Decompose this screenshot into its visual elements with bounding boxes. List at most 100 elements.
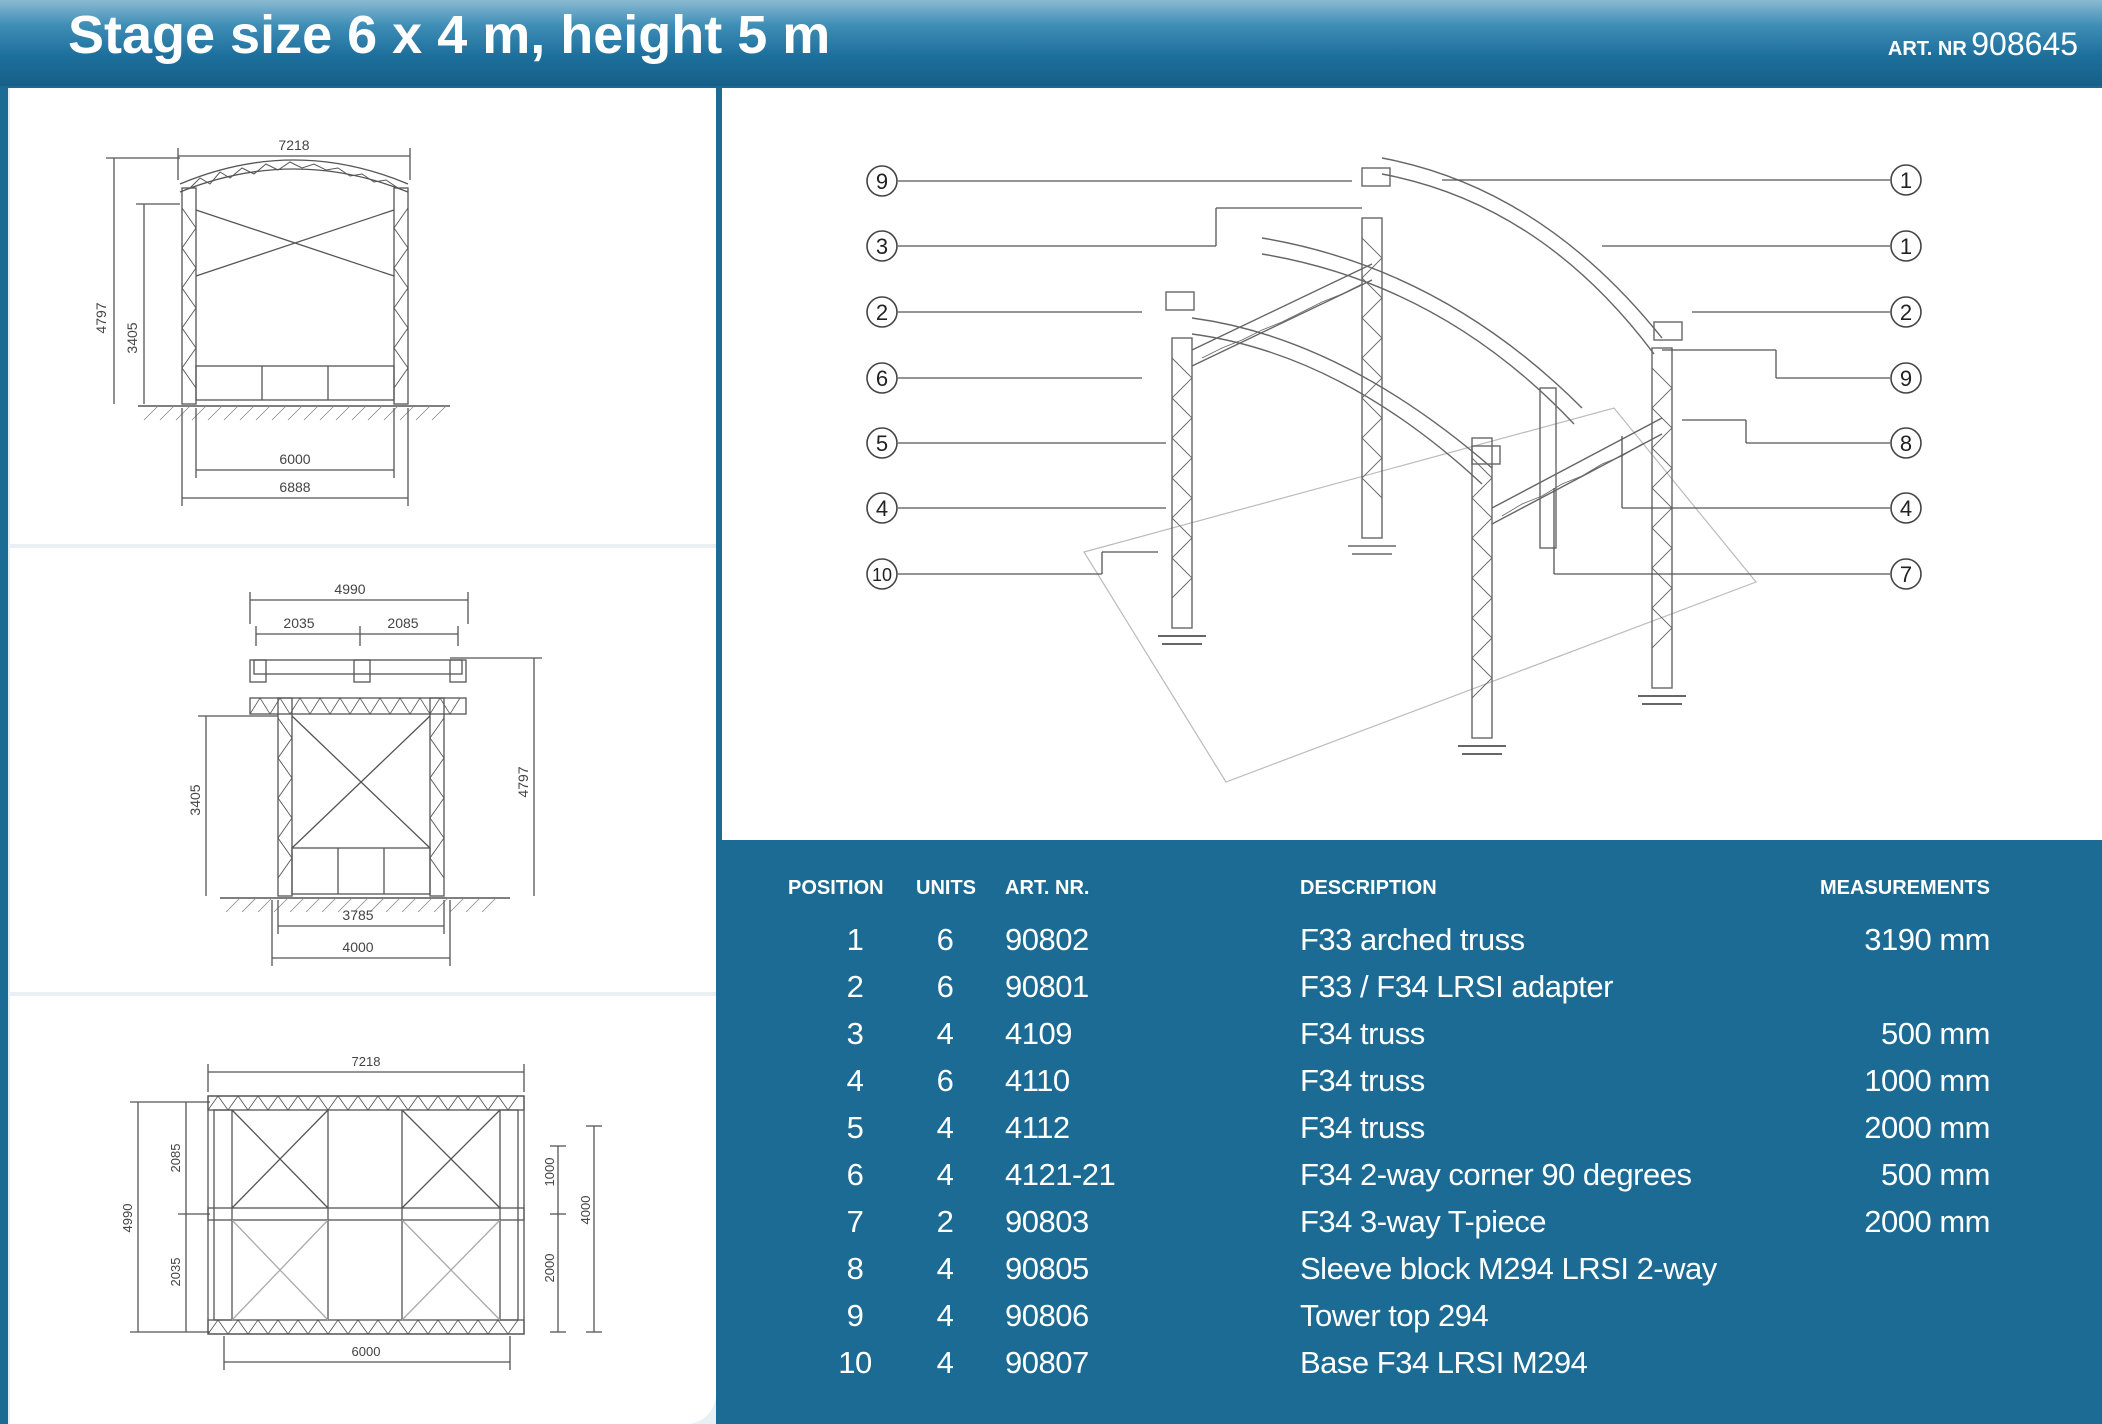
cell-measurement: 500 mm <box>1881 1016 1990 1051</box>
header-measurements: MEASUREMENTS <box>1819 877 1990 899</box>
cell-description: F34 truss <box>1300 1016 1425 1051</box>
cell-position: 8 <box>846 1251 864 1286</box>
top-span-top: 2085 <box>168 1144 183 1173</box>
front-total-height: 4797 <box>93 302 109 333</box>
callout-right-4: 9 <box>1900 366 1912 391</box>
page-title: Stage size 6 x 4 m, height 5 m <box>68 5 831 65</box>
header-position: POSITION <box>788 877 884 899</box>
table-row: 3 4 4109 F34 truss 500 mm <box>722 1016 2102 1063</box>
table-row: 10 4 90807 Base F34 LRSI M294 <box>722 1345 2102 1392</box>
cell-description: F34 3-way T-piece <box>1300 1204 1546 1239</box>
side-base-width: 4000 <box>342 939 373 955</box>
cell-description: F34 truss <box>1300 1063 1425 1098</box>
cell-units: 4 <box>936 1345 954 1380</box>
side-elevation-drawing: 4990 2035 2085 3405 4797 3785 4000 <box>187 581 542 966</box>
callout-right-2: 1 <box>1900 234 1912 259</box>
cell-measurement: 1000 mm <box>1864 1063 1990 1098</box>
cell-units: 4 <box>936 1251 954 1286</box>
header-bar: Stage size 6 x 4 m, height 5 m ART. NR 9… <box>0 0 2102 86</box>
cell-units: 6 <box>936 969 954 1004</box>
cell-units: 6 <box>936 922 954 957</box>
cell-position: 6 <box>846 1157 864 1192</box>
callout-left-1: 9 <box>876 169 888 194</box>
article-number-label: ART. NR <box>1887 38 1967 60</box>
callout-right-6: 4 <box>1900 496 1912 521</box>
cell-measurement: 3190 mm <box>1864 922 1990 957</box>
cell-description: F34 truss <box>1300 1110 1425 1145</box>
cell-art-nr: 90806 <box>1005 1298 1089 1333</box>
cell-position: 10 <box>838 1345 872 1380</box>
cell-art-nr: 4109 <box>1005 1016 1072 1051</box>
header-units: UNITS <box>916 877 976 899</box>
callout-right-7: 7 <box>1900 562 1912 587</box>
side-total-height: 4797 <box>515 766 531 797</box>
table-row: 5 4 4112 F34 truss 2000 mm <box>722 1110 2102 1157</box>
callout-left-5: 5 <box>876 431 888 456</box>
cell-measurement: 2000 mm <box>1864 1110 1990 1145</box>
cell-description: F34 2-way corner 90 degrees <box>1300 1157 1692 1192</box>
cell-description: Tower top 294 <box>1300 1298 1489 1333</box>
cell-units: 4 <box>936 1016 954 1051</box>
top-total-depth: 4990 <box>120 1204 135 1233</box>
cell-art-nr: 90803 <box>1005 1204 1089 1239</box>
cell-units: 6 <box>936 1063 954 1098</box>
cell-art-nr: 4121-21 <box>1005 1157 1116 1192</box>
cell-position: 5 <box>846 1110 864 1145</box>
cell-art-nr: 90801 <box>1005 969 1089 1004</box>
cell-position: 3 <box>846 1016 864 1051</box>
top-span-bottom: 2035 <box>168 1258 183 1287</box>
top-seg-top: 1000 <box>542 1158 557 1187</box>
cell-units: 4 <box>936 1157 954 1192</box>
header-description: DESCRIPTION <box>1300 877 1437 899</box>
table-row: 8 4 90805 Sleeve block M294 LRSI 2-way <box>722 1251 2102 1298</box>
cell-art-nr: 90807 <box>1005 1345 1089 1380</box>
isometric-drawing-panel: 9 3 2 6 5 4 10 1 1 2 9 8 4 7 <box>722 88 2102 840</box>
cell-art-nr: 90805 <box>1005 1251 1089 1286</box>
callout-left-4: 6 <box>876 366 888 391</box>
article-number: ART. NR 908645 <box>1888 26 2078 63</box>
cell-position: 1 <box>846 922 864 957</box>
cell-measurement: 2000 mm <box>1864 1204 1990 1239</box>
front-total-width: 7218 <box>278 137 309 153</box>
top-depth: 4000 <box>578 1196 593 1225</box>
parts-table: POSITION UNITS ART. NR. DESCRIPTION MEAS… <box>722 840 2102 1424</box>
table-row: 7 2 90803 F34 3-way T-piece 2000 mm <box>722 1204 2102 1251</box>
cell-position: 7 <box>846 1204 864 1239</box>
callout-right-1: 1 <box>1900 168 1912 193</box>
cell-units: 4 <box>936 1110 954 1145</box>
isometric-drawing: 9 3 2 6 5 4 10 1 1 2 9 8 4 7 <box>866 157 1922 783</box>
callout-left-3: 2 <box>876 300 888 325</box>
header-art-nr: ART. NR. <box>1005 877 1090 899</box>
cell-units: 4 <box>936 1298 954 1333</box>
table-row: 2 6 90801 F33 / F34 LRSI adapter <box>722 969 2102 1016</box>
table-row: 1 6 90802 F33 arched truss 3190 mm <box>722 922 2102 969</box>
cell-description: Sleeve block M294 LRSI 2-way <box>1300 1251 1717 1286</box>
side-total-width: 4990 <box>334 581 365 597</box>
cell-measurement: 500 mm <box>1881 1157 1990 1192</box>
top-total-width: 7218 <box>352 1054 381 1069</box>
table-row: 9 4 90806 Tower top 294 <box>722 1298 2102 1345</box>
cell-description: F33 arched truss <box>1300 922 1525 957</box>
callout-left-6: 4 <box>876 496 888 521</box>
front-inner-width: 6000 <box>279 451 310 467</box>
cell-position: 2 <box>846 969 864 1004</box>
front-base-width: 6888 <box>279 479 310 495</box>
front-elevation-panel: 7218 4797 3405 6000 6888 <box>10 88 716 544</box>
callout-left-2: 3 <box>876 234 888 259</box>
table-row: 6 4 4121-21 F34 2-way corner 90 degrees … <box>722 1157 2102 1204</box>
side-span-right: 2085 <box>387 615 418 631</box>
top-inner-width: 6000 <box>352 1344 381 1359</box>
cell-art-nr: 4112 <box>1005 1110 1070 1145</box>
top-view-drawing: 7218 4990 2085 2035 1000 2000 4000 6000 <box>120 1054 602 1370</box>
side-span-left: 2035 <box>283 615 314 631</box>
cell-description: Base F34 LRSI M294 <box>1300 1345 1588 1380</box>
cell-units: 2 <box>936 1204 954 1239</box>
callout-right-3: 2 <box>1900 300 1912 325</box>
cell-position: 4 <box>846 1063 864 1098</box>
front-elevation-drawing: 7218 4797 3405 6000 6888 <box>93 137 450 506</box>
callout-left-7: 10 <box>872 565 892 585</box>
table-row: 4 6 4110 F34 truss 1000 mm <box>722 1063 2102 1110</box>
article-number-value: 908645 <box>1971 26 2078 62</box>
cell-position: 9 <box>846 1298 864 1333</box>
top-seg-bottom: 2000 <box>542 1254 557 1283</box>
